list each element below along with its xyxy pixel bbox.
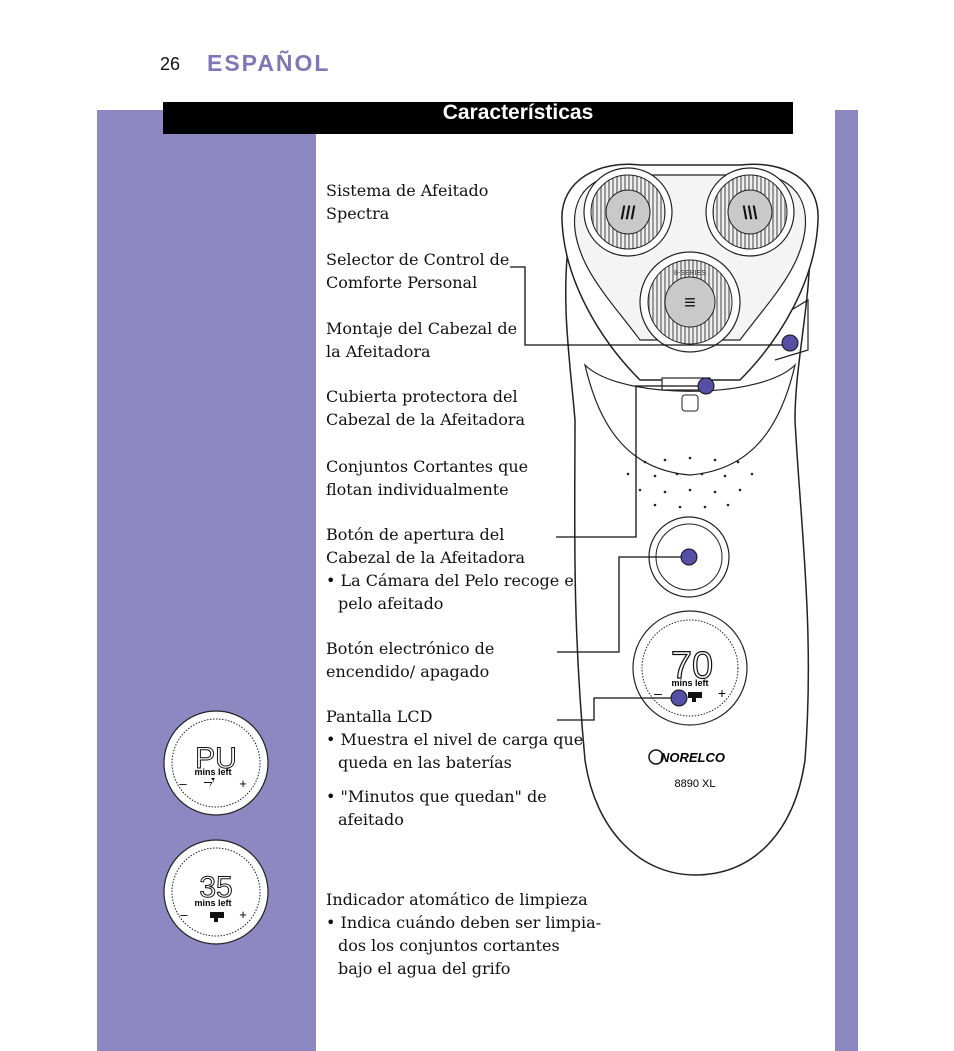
svg-text:///: /// <box>620 203 635 223</box>
feature-comfort-selector: Selector de Control de Comforte Personal <box>326 250 510 292</box>
callout-dot-comfort-selector <box>781 334 799 352</box>
right-color-band <box>835 110 858 1051</box>
charging-display: PU mins left – + <box>163 710 269 816</box>
cleaning-display: 35 mins left – + <box>163 839 269 945</box>
series-label: 8-SERIES <box>674 270 706 277</box>
feature-protective-cap: Cubierta protectora del Cabezal de la Af… <box>326 387 526 429</box>
feature-shaving-system: Sistema de Afeitado Spectra <box>326 181 489 223</box>
cutting-head-bottom: ≡ 8-SERIES <box>639 251 741 353</box>
feature-bullet: • La Cámara del Pelo recoge el pelo afei… <box>326 571 579 613</box>
lcd-unit: mins left <box>671 678 708 688</box>
feature-cutting-units: Conjuntos Cortantes que flotan individua… <box>326 457 529 499</box>
feature-bullet: • Indica cuándo deben ser limpia- dos lo… <box>326 913 602 978</box>
callout-dot-release-button <box>697 377 715 395</box>
feature-power-button: Botón electrónico de encendido/ apagado <box>326 639 495 681</box>
faucet-icon <box>210 912 224 922</box>
callout-dot-lcd <box>670 689 688 707</box>
cleaning-value: 35 <box>199 871 232 904</box>
feature-release-button: Botón de apertura del Cabezal de la Afei… <box>326 525 579 613</box>
charging-plus: + <box>239 776 247 791</box>
feature-bullet: • "Minutos que quedan" de afeitado <box>326 787 547 829</box>
title-bar <box>163 102 793 134</box>
page-number: 26 <box>160 54 181 74</box>
charging-unit: mins left <box>194 767 231 777</box>
feature-head-assembly: Montaje del Cabezal de la Afeitadora <box>326 319 518 361</box>
section-title: ESPAÑOL <box>207 50 331 76</box>
lcd-value: 70 <box>671 645 713 687</box>
svg-text:≡: ≡ <box>684 292 696 314</box>
plug-icon <box>204 778 215 788</box>
callout-dot-power-button <box>680 548 698 566</box>
cleaning-minus: – <box>180 907 188 922</box>
feature-lcd-display: Pantalla LCD • Muestra el nivel de carga… <box>326 707 584 829</box>
lcd-plus: + <box>718 685 726 701</box>
svg-text:\\\: \\\ <box>742 203 757 223</box>
faucet-icon <box>688 692 702 702</box>
callout-lines <box>510 266 790 721</box>
cleaning-unit: mins left <box>194 898 231 908</box>
page-title: Características <box>442 101 594 124</box>
lcd-minus: – <box>654 685 662 701</box>
cleaning-plus: + <box>239 907 247 922</box>
cutting-head-right: \\\ <box>705 167 795 257</box>
brand-name: NORELCO <box>660 750 725 765</box>
charging-minus: – <box>179 776 187 791</box>
feature-bullet: • Muestra el nivel de carga que queda en… <box>326 730 584 772</box>
cutting-head-left: /// <box>583 167 673 257</box>
hair-chamber-vents <box>626 456 754 509</box>
brand-logo: NORELCO <box>648 749 725 765</box>
model-number: 8890 XL <box>675 778 716 790</box>
charging-value: PU <box>195 742 237 775</box>
feature-clean-indicator: Indicador atomático de limpieza • Indica… <box>326 890 602 978</box>
shaver-lcd: 70 mins left – + <box>632 610 748 726</box>
